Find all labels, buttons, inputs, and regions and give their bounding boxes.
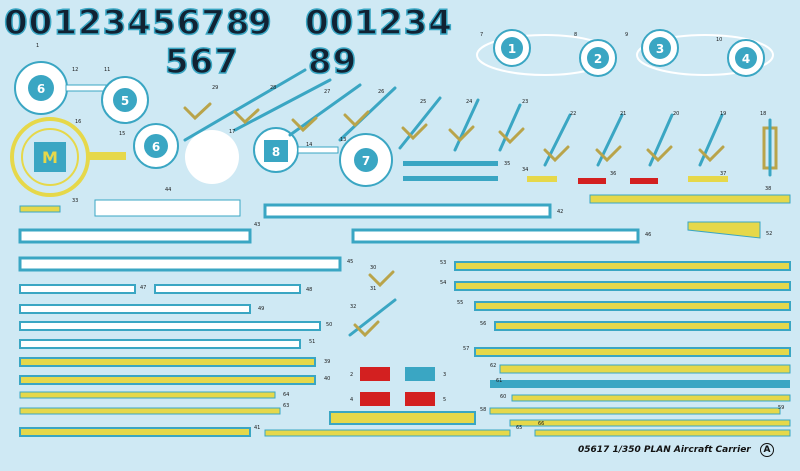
decal-label: 17 — [229, 129, 236, 135]
decal-label: 16 — [75, 119, 82, 125]
decal-label: 27 — [324, 89, 331, 95]
decal-label: 54 — [440, 280, 447, 286]
decal-label: 63 — [283, 403, 290, 409]
decal-label: 62 — [490, 363, 497, 369]
svg-text:5: 5 — [121, 94, 129, 108]
hull-number-9: 9 — [247, 3, 273, 43]
circle-digit: 2 — [594, 52, 602, 66]
decal-label: 57 — [463, 346, 470, 352]
decal-label: 13 — [340, 137, 347, 143]
sheet-title: 05617 1/350 PLAN Aircraft Carrier — [578, 445, 751, 455]
decal-label: 61 — [496, 378, 503, 384]
decal-label: 28 — [270, 85, 277, 91]
decal-label: 38 — [765, 186, 772, 192]
decal-label: 8 — [574, 32, 578, 38]
circle-digit: 3 — [656, 42, 664, 56]
arrester-marks — [183, 68, 778, 338]
decal-label: 55 — [457, 300, 464, 306]
decal-label: 25 — [420, 99, 427, 105]
decal-label: 40 — [324, 376, 331, 382]
decal-label: 4 — [350, 397, 354, 403]
svg-text:M: M — [42, 148, 58, 167]
decal-label: 7 — [480, 32, 484, 38]
decal-label: 30 — [370, 265, 377, 271]
decal-label: 21 — [620, 111, 627, 117]
decal-label: 47 — [140, 285, 147, 291]
decal-label: 12 — [72, 67, 79, 73]
deck-number-circle-1-2: 1 2 — [476, 29, 617, 77]
decal-label: 2 — [350, 372, 354, 378]
decal-label: 33 — [72, 198, 79, 204]
svg-text:6: 6 — [37, 82, 45, 96]
decal-label: 46 — [645, 232, 652, 238]
hull-number-row-1b: 001234 — [304, 3, 453, 43]
decal-label: 66 — [538, 421, 545, 427]
decal-label: 36 — [610, 171, 617, 177]
svg-text:7: 7 — [362, 154, 370, 168]
circle-digit: 4 — [742, 52, 750, 66]
decal-label: 26 — [378, 89, 385, 95]
decal-label: 42 — [557, 209, 564, 215]
decal-label: 52 — [766, 231, 773, 237]
decal-label: 11 — [104, 67, 111, 73]
svg-text:8: 8 — [272, 145, 280, 159]
decal-label: 60 — [500, 394, 507, 400]
flag-decals — [360, 367, 435, 406]
sheet-letter-badge: A — [760, 443, 774, 457]
decal-label: 1 — [36, 43, 40, 49]
decal-label: 32 — [350, 304, 357, 310]
decal-label: 23 — [522, 99, 529, 105]
decal-label: 58 — [480, 407, 487, 413]
decal-label: 51 — [309, 339, 316, 345]
deck-number-circle-8-7: 8 7 — [253, 127, 393, 187]
decal-label: 20 — [673, 111, 680, 117]
decal-label: 3 — [443, 372, 447, 378]
decal-label: 19 — [720, 111, 727, 117]
decal-label: 5 — [443, 397, 447, 403]
decal-label: 37 — [720, 171, 727, 177]
decal-label: 22 — [570, 111, 577, 117]
runway-stripes — [18, 203, 791, 437]
decal-label: 56 — [480, 321, 487, 327]
hull-number-row-2: 567 — [164, 42, 239, 82]
decal-label: 50 — [326, 322, 333, 328]
decal-label: 59 — [778, 405, 785, 411]
decal-label: 41 — [254, 425, 261, 431]
decal-label: 15 — [119, 131, 126, 137]
decal-label: 14 — [306, 142, 313, 148]
decal-label: 48 — [306, 287, 313, 293]
decal-label: 18 — [760, 111, 767, 117]
decal-label: 10 — [716, 37, 723, 43]
decal-label: 29 — [212, 85, 219, 91]
circle-digit: 1 — [508, 42, 516, 56]
decal-label: 53 — [440, 260, 447, 266]
decal-label: 44 — [165, 187, 172, 193]
hull-number-row-2b: 89 — [307, 42, 358, 82]
decal-label: 31 — [370, 286, 377, 292]
hull-number-row-1: 0012345678 — [3, 3, 251, 43]
decal-label: 43 — [254, 222, 261, 228]
decal-label: 34 — [522, 167, 529, 173]
decal-label: 64 — [283, 392, 290, 398]
decal-label: 35 — [504, 161, 511, 167]
decal-label: 45 — [347, 259, 354, 265]
decal-label: 49 — [258, 306, 265, 312]
deck-number-circle-m: M 6 — [10, 117, 179, 197]
deck-number-circle-3-4: 3 4 — [636, 29, 774, 77]
svg-text:6: 6 — [152, 140, 160, 154]
decal-label: 39 — [324, 359, 331, 365]
decal-label: 24 — [466, 99, 473, 105]
deck-number-circle-6-5: 6 5 — [14, 61, 149, 124]
decal-label: 9 — [625, 32, 629, 38]
white-disc-decal — [185, 130, 239, 184]
decal-label: 65 — [516, 425, 523, 431]
